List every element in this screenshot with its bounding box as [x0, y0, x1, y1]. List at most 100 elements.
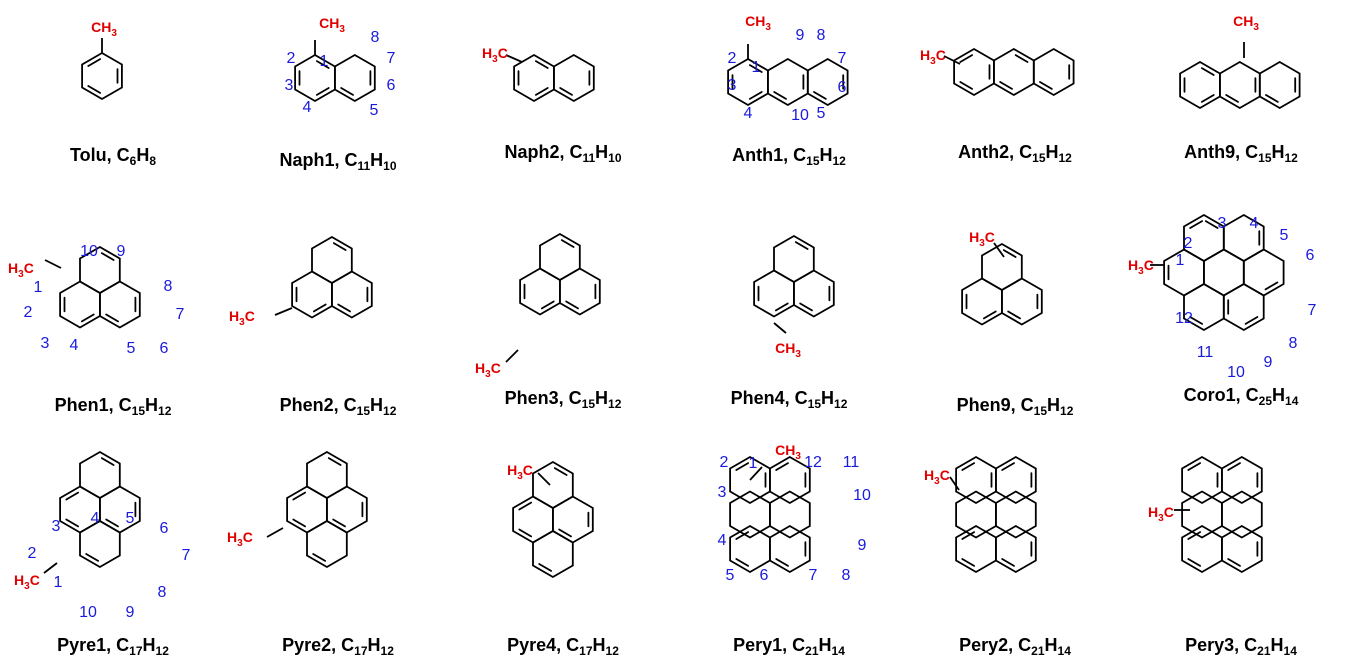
methyl-bond — [773, 322, 787, 334]
double-bond — [799, 302, 813, 312]
double-bond — [773, 91, 787, 100]
hydrogen-count: 12 — [1060, 404, 1074, 418]
methyl-label: CH3 — [91, 19, 117, 39]
methyl-label: CH3 — [319, 15, 345, 35]
double-bond — [735, 462, 749, 471]
molecule-caption: Phen2, C15H12 — [279, 395, 397, 418]
molecule-caption: Phen3, C15H12 — [504, 388, 622, 411]
molecule-caption: Phen4, C15H12 — [730, 388, 848, 411]
position-number: 2 — [728, 50, 737, 67]
carbon-count: 6 — [129, 154, 137, 168]
position-number: 9 — [1264, 354, 1273, 371]
ring-bonds — [1258, 60, 1301, 110]
position-number: 9 — [126, 604, 135, 621]
double-bond — [1189, 316, 1203, 325]
double-bond — [961, 558, 975, 567]
double-bond — [332, 242, 347, 251]
methyl-label: CH3 — [1233, 13, 1259, 33]
methyl-bond — [949, 476, 960, 491]
structure-drawing: H3C — [475, 232, 601, 380]
ring-bonds — [334, 53, 376, 103]
position-number: 4 — [91, 510, 100, 527]
position-number: 8 — [371, 29, 380, 46]
position-number: 2 — [287, 50, 296, 67]
position-number: 8 — [1289, 335, 1298, 352]
ring-bonds — [729, 490, 771, 539]
structure-drawing: H3C — [227, 450, 368, 569]
position-number: 6 — [760, 567, 769, 584]
carbon-count: 15 — [806, 154, 820, 168]
position-number: 1 — [320, 53, 329, 70]
ring-bonds — [519, 267, 561, 316]
carbon-count: 15 — [807, 397, 822, 411]
ring-bonds — [1221, 455, 1263, 505]
double-bond — [100, 457, 115, 466]
position-number: 10 — [1227, 364, 1245, 381]
structure-drawing: H3C — [961, 229, 1043, 326]
double-bond — [1225, 94, 1239, 103]
hydrogen-count: 12 — [608, 397, 622, 411]
position-number: 7 — [838, 50, 847, 67]
molecule-name: Phen3 — [504, 388, 559, 408]
double-bond — [535, 60, 549, 69]
structure-drawing: H3C — [924, 455, 1037, 574]
position-number: 7 — [182, 547, 191, 564]
carbon-count: 17 — [579, 644, 593, 658]
double-bond — [87, 58, 101, 67]
double-bond — [313, 303, 327, 313]
double-bond — [65, 518, 79, 528]
molecule-caption: Pyre1, C17H12 — [57, 635, 169, 658]
double-bond — [541, 300, 555, 310]
methyl-label: H3C — [1148, 504, 1174, 524]
position-number: 3 — [41, 335, 50, 352]
double-bond — [340, 87, 354, 96]
molecule-caption: Tolu, C6H8 — [69, 145, 157, 168]
double-bond — [81, 313, 95, 323]
position-number: 12 — [804, 454, 822, 471]
position-number: 10 — [791, 107, 809, 124]
ring-bonds — [955, 524, 997, 574]
ring-bonds — [1001, 277, 1043, 326]
double-bond — [327, 457, 342, 466]
position-number: 10 — [79, 604, 97, 621]
double-bond — [1014, 54, 1029, 63]
ring-bonds — [552, 495, 594, 544]
carbon-count: 15 — [1258, 151, 1272, 165]
methyl-bond — [44, 259, 62, 269]
molecule-name: Pyre1 — [57, 635, 107, 655]
position-number: 3 — [285, 77, 294, 94]
ring-bonds — [1222, 282, 1265, 332]
molecule-name: Phen4 — [730, 388, 785, 408]
double-bond — [518, 501, 532, 511]
position-number: 2 — [720, 454, 729, 471]
ring-bonds — [79, 450, 121, 500]
position-number: 7 — [809, 567, 818, 584]
position-number: 3 — [1218, 215, 1227, 232]
double-bond — [735, 531, 749, 540]
position-number: 7 — [1308, 302, 1317, 319]
double-bond — [1001, 462, 1015, 471]
position-number: 1 — [749, 455, 758, 472]
molecule-name: Coro1 — [1183, 385, 1236, 405]
double-bond — [1002, 249, 1017, 258]
double-bond — [1039, 81, 1053, 90]
position-number: 9 — [858, 537, 867, 554]
methyl-bond — [943, 55, 961, 65]
molecule-name: Naph2 — [504, 142, 560, 162]
methyl-bond — [505, 54, 523, 63]
double-bond — [775, 302, 789, 312]
ring-bonds — [995, 490, 1037, 539]
molecule-caption: Pery2, C21H14 — [959, 635, 1071, 658]
carbon-count: 11 — [582, 151, 596, 165]
ring-bonds — [1181, 490, 1223, 539]
molecule-caption: Phen9, C15H12 — [956, 395, 1074, 418]
molecule-name: Phen9 — [956, 395, 1011, 415]
double-bond — [292, 518, 306, 528]
position-number: 3 — [718, 484, 727, 501]
